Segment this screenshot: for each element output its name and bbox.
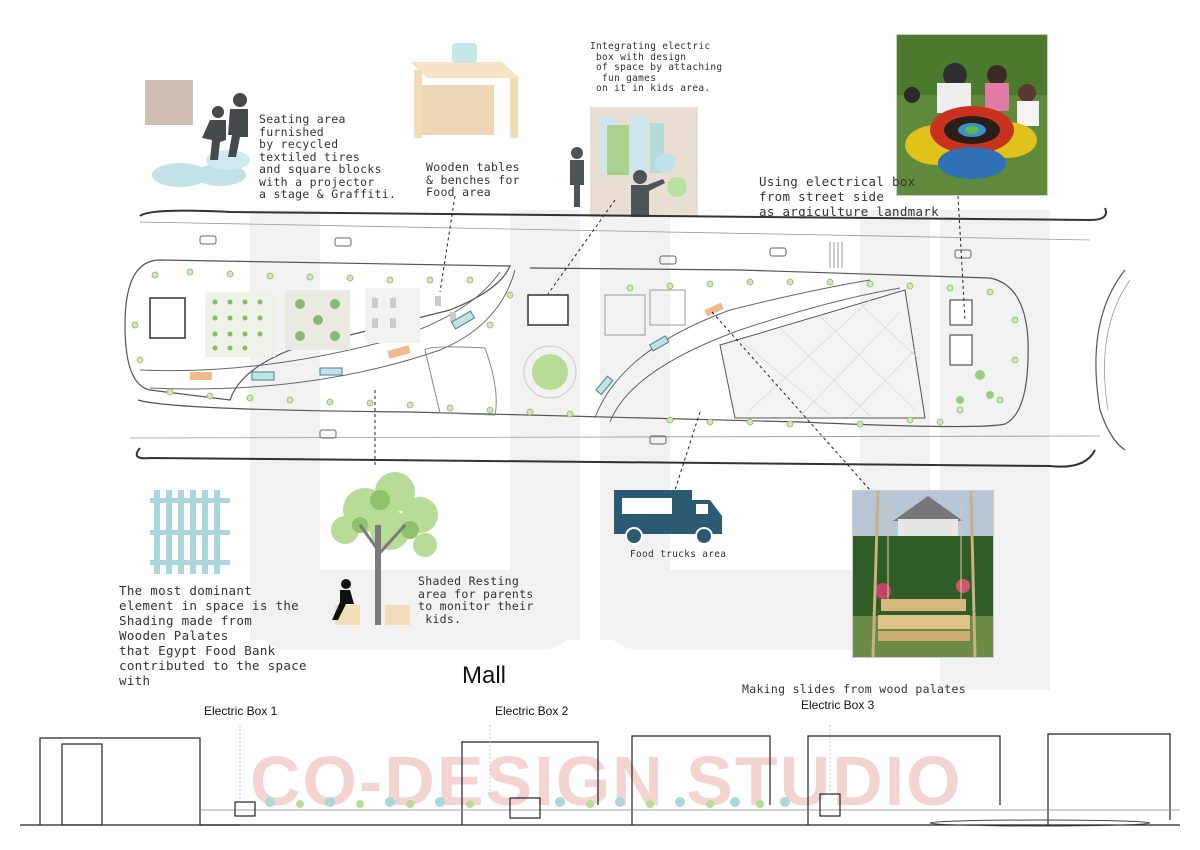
electric-box-3-label: Electric Box 3	[801, 698, 875, 712]
electric-box-2-label: Electric Box 2	[495, 704, 569, 718]
seating-annotation: Seating area furnished by recycled texti…	[259, 112, 397, 201]
pallet-shading-icon	[150, 490, 230, 574]
agriculture-plot	[719, 289, 926, 419]
seated-parent-silhouette	[332, 579, 354, 620]
shading-annotation: The most dominant element in space is th…	[119, 583, 307, 688]
stage-zone	[149, 297, 186, 339]
agriculture-annotation: Using electrical box from street side as…	[759, 174, 939, 219]
wooden-table-illustration	[410, 43, 520, 138]
shaded-resting-annotation: Shaded Resting area for parents to monit…	[418, 574, 534, 626]
graffiti-board	[145, 80, 193, 125]
wooden-tables-annotation: Wooden tables & benches for Food area	[426, 160, 520, 199]
pallet-swing-photo	[852, 490, 994, 658]
electric-box-games-illustration	[570, 107, 698, 217]
section-trees	[265, 797, 790, 808]
mall-label: Mall	[462, 662, 507, 689]
seated-people-silhouette	[202, 93, 248, 160]
section-elevation: CO-DESIGN STUDIO	[20, 725, 1180, 827]
slides-annotation: Making slides from wood palates	[742, 682, 966, 696]
studio-watermark: CO-DESIGN STUDIO	[250, 742, 963, 820]
round-kids-area	[532, 354, 568, 390]
child-silhouette	[570, 147, 665, 217]
food-trucks-annotation: Food trucks area	[630, 549, 727, 560]
parked-cars	[199, 235, 972, 445]
electric-box-kids	[527, 294, 569, 326]
east-shrubs	[956, 370, 994, 404]
tire-seat	[152, 163, 208, 187]
site-plan	[124, 207, 1130, 468]
west-island	[124, 259, 511, 401]
main-island	[137, 267, 1029, 428]
food-truck-icon	[614, 490, 722, 545]
crosswalk	[829, 242, 843, 268]
tree-trunk	[375, 525, 381, 625]
seating-illustration	[145, 80, 250, 187]
tree-dots	[131, 268, 1019, 428]
electric-box-games-annotation: Integrating electric box with design of …	[590, 41, 723, 94]
shaded-resting-illustration	[331, 472, 438, 625]
colored-benches	[190, 302, 724, 396]
electric-box-1-label: Electric Box 1	[204, 704, 278, 718]
agriculture-tire-planter-photo	[896, 34, 1048, 196]
